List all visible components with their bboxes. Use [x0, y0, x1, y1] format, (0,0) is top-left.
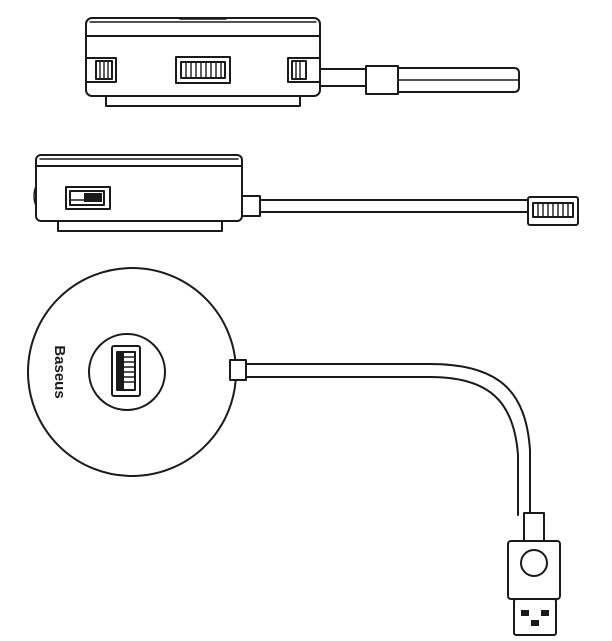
hub-side-view-middle [33, 154, 579, 232]
hub-top-view: Baseus [27, 267, 561, 636]
usb-connector-neck [523, 512, 545, 542]
cable-strain-relief [229, 359, 247, 381]
body-edge-detail [33, 185, 37, 207]
usb-port-left [85, 57, 117, 83]
usb-port-side [65, 186, 111, 210]
usb-port-center [175, 56, 231, 84]
usb-cable [259, 199, 529, 213]
usb-plug-end [527, 196, 579, 226]
usb-cable-curved [245, 363, 531, 516]
usb-plug-tip [513, 598, 557, 636]
usb-cable-and-plug [319, 65, 520, 95]
usb-port-top [111, 345, 141, 397]
brand-logo-text: Baseus [51, 345, 68, 398]
cable-stub [241, 195, 261, 217]
usb-plug-housing [507, 540, 561, 600]
hub-side-view-top [85, 17, 520, 107]
usb-port-right [287, 57, 321, 83]
